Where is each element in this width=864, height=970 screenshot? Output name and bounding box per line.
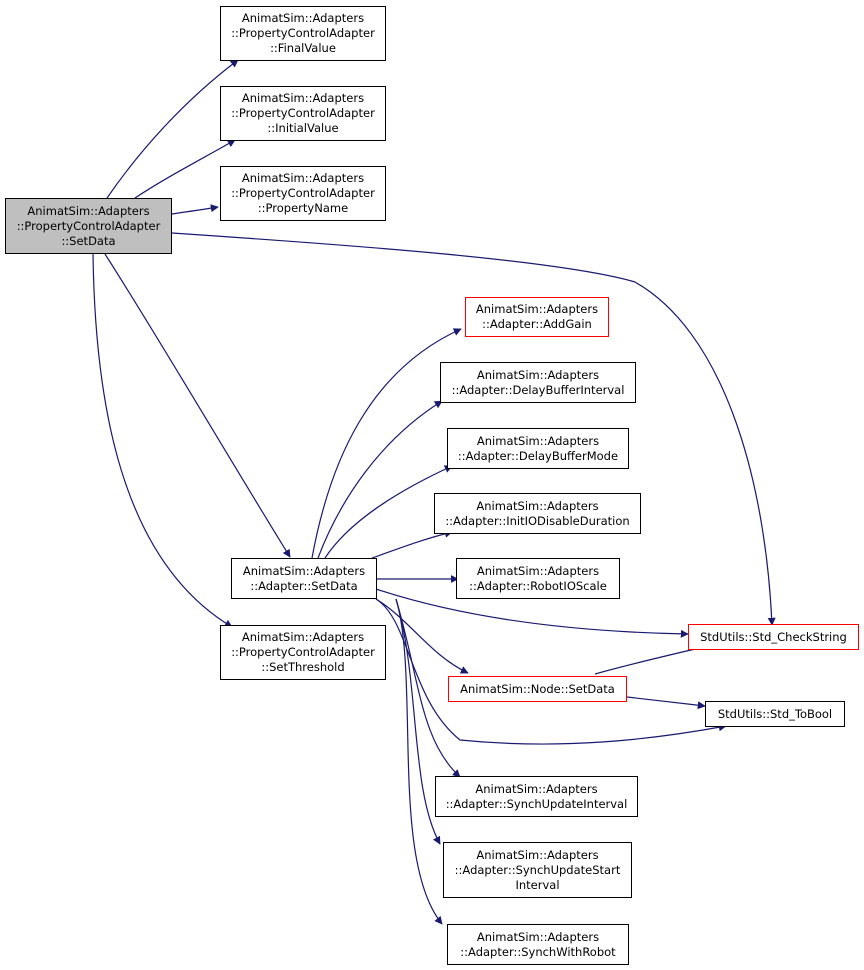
node-label: AnimatSim::Adapters ::Adapter::SetData [242,563,366,593]
node-initial-value[interactable]: AnimatSim::Adapters ::PropertyControlAda… [220,86,386,141]
node-label: StdUtils::Std_ToBool [717,706,833,721]
node-std-tobool[interactable]: StdUtils::Std_ToBool [705,701,845,727]
edge-adapter-to-synch-with-robot [395,598,443,925]
node-label: AnimatSim::Adapters ::Adapter::RobotIOSc… [469,563,607,593]
node-delay-buffer-mode[interactable]: AnimatSim::Adapters ::Adapter::DelayBuff… [447,428,629,469]
node-label: AnimatSim::Adapters ::Adapter::SynchUpda… [454,847,621,892]
node-node-setdata[interactable]: AnimatSim::Node::SetData [448,676,627,702]
node-set-threshold[interactable]: AnimatSim::Adapters ::PropertyControlAda… [220,625,386,680]
node-synch-update-start-interval[interactable]: AnimatSim::Adapters ::Adapter::SynchUpda… [443,842,632,898]
node-std-checkstring[interactable]: StdUtils::Std_CheckString [688,624,859,650]
edge-adapter-to-synch-update-interval [395,598,461,778]
edge-root-to-std-checkstring [171,232,776,626]
edge-adapter-to-node-setdata [375,598,469,674]
edge-root-to-property-name [171,204,219,215]
node-label: AnimatSim::Adapters ::PropertyControlAda… [231,630,375,674]
node-label: AnimatSim::Adapters ::Adapter::DelayBuff… [457,433,619,463]
node-label: AnimatSim::Adapters ::PropertyControlAda… [231,91,375,135]
node-label: AnimatSim::Node::SetData [460,681,615,696]
edge-root-to-final-value [106,59,239,199]
edge-adapter-to-synch-update-start [395,598,441,845]
node-add-gain[interactable]: AnimatSim::Adapters ::Adapter::AddGain [465,297,609,337]
node-label: AnimatSim::Adapters ::PropertyControlAda… [231,11,375,55]
node-final-value[interactable]: AnimatSim::Adapters ::PropertyControlAda… [220,6,386,61]
node-synch-with-robot[interactable]: AnimatSim::Adapters ::Adapter::SynchWith… [447,924,629,965]
edge-root-to-adapter-setdata [104,253,291,558]
node-label: AnimatSim::Adapters ::Adapter::DelayBuff… [451,367,625,397]
node-robot-io-scale[interactable]: AnimatSim::Adapters ::Adapter::RobotIOSc… [456,558,620,599]
node-label: AnimatSim::Adapters ::PropertyControlAda… [231,171,375,215]
node-synch-update-interval[interactable]: AnimatSim::Adapters ::Adapter::SynchUpda… [435,776,638,817]
node-label: AnimatSim::Adapters ::Adapter::AddGain [475,302,599,331]
node-init-io-disable-duration[interactable]: AnimatSim::Adapters ::Adapter::InitIODis… [434,493,641,534]
node-adapter-setdata[interactable]: AnimatSim::Adapters ::Adapter::SetData [231,558,377,599]
node-property-name[interactable]: AnimatSim::Adapters ::PropertyControlAda… [220,166,386,221]
edge-root-to-set-threshold [92,253,233,628]
node-label: AnimatSim::Adapters ::PropertyControlAda… [16,203,161,248]
edge-root-to-initial-value [134,139,236,199]
node-label: AnimatSim::Adapters ::Adapter::SynchWith… [460,929,616,959]
node-label: AnimatSim::Adapters ::Adapter::InitIODis… [445,498,630,528]
edge-adapter-to-delay-buffer-interval [317,400,443,559]
node-delay-buffer-interval[interactable]: AnimatSim::Adapters ::Adapter::DelayBuff… [440,362,636,403]
node-label: AnimatSim::Adapters ::Adapter::SynchUpda… [445,781,628,811]
edge-adapter-to-std-tobool [375,598,727,745]
node-root-setdata: AnimatSim::Adapters ::PropertyControlAda… [5,198,172,254]
edge-adapter-to-delay-buffer-mode [324,465,453,559]
edge-adapter-to-init-io-disable [371,529,453,559]
edge-adapter-to-add-gain [311,328,462,559]
edge-adapter-to-std-checkstring [375,588,689,638]
edge-node-setdata-to-std-tobool [626,696,706,710]
node-label: StdUtils::Std_CheckString [700,629,847,644]
